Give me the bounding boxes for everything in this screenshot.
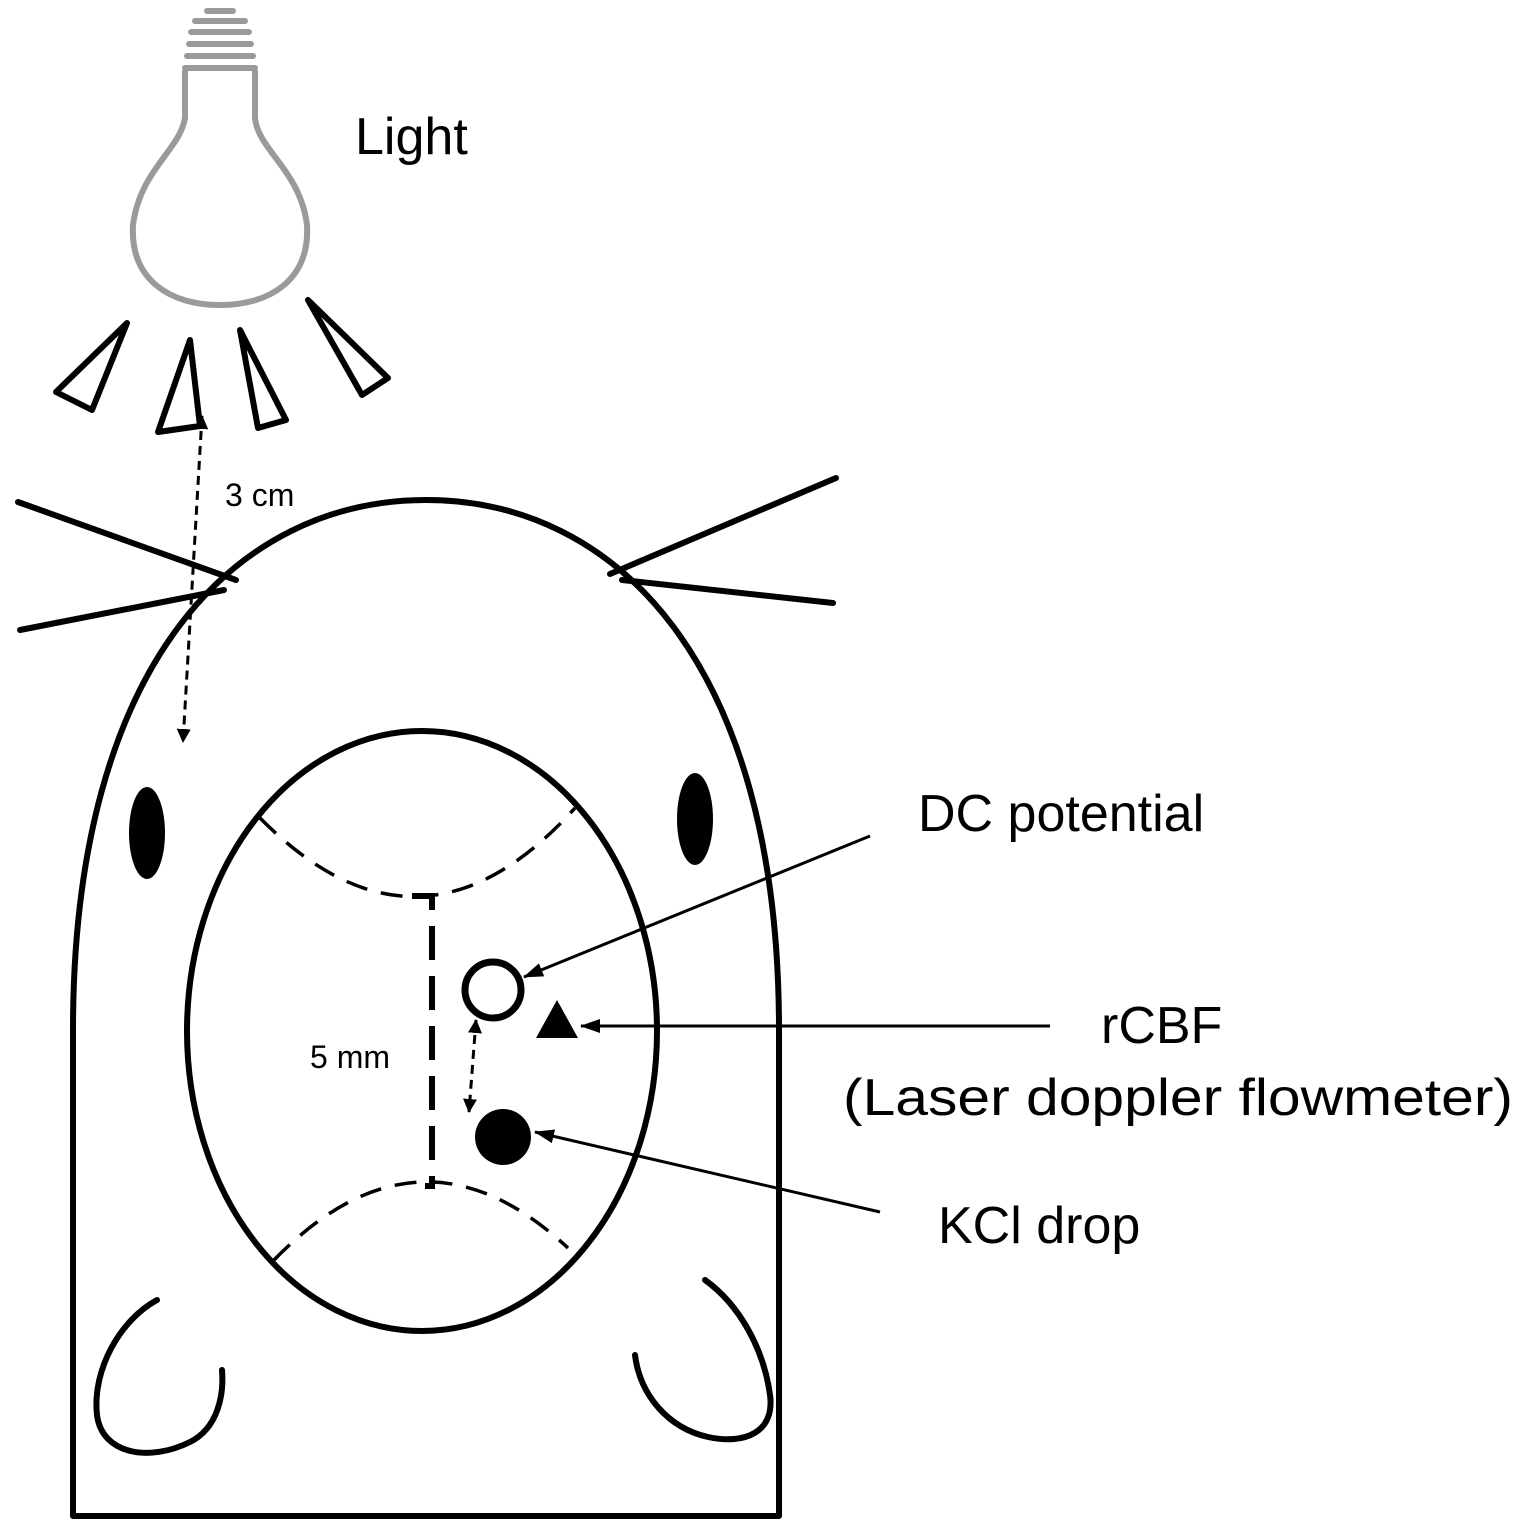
dc-potential-pointer — [523, 834, 871, 979]
lightbulb-icon — [129, 8, 311, 308]
whisker-right-lower — [619, 577, 836, 606]
sagittal-suture — [412, 893, 435, 1189]
kcl-drop-marker — [475, 1109, 531, 1165]
rcbf-label: rCBF — [1101, 997, 1222, 1055]
light-ray — [155, 337, 203, 435]
skull-window — [184, 728, 660, 1334]
right-eye — [677, 773, 713, 865]
left-paw — [93, 1297, 226, 1456]
light-ray — [305, 297, 391, 398]
light-ray — [53, 320, 130, 413]
whisker-right-upper — [607, 475, 839, 577]
lambdoid-suture — [272, 1180, 570, 1262]
left-eye — [129, 787, 165, 879]
distance-arrow-5mm — [463, 1019, 482, 1113]
kcl-drop-label: KCl drop — [938, 1197, 1140, 1255]
rcbf-method-label: (Laser doppler flowmeter) — [843, 1069, 1513, 1127]
whisker-left-upper — [15, 499, 239, 583]
distance-label-5mm: 5 mm — [310, 1039, 390, 1075]
coronal-suture — [258, 806, 577, 899]
bulb-screw-base — [182, 8, 258, 71]
distance-arrow-3cm — [176, 415, 209, 743]
kcl-drop-pointer — [534, 1129, 881, 1214]
bulb-glass — [129, 70, 311, 308]
rat-head-outline — [70, 497, 782, 1519]
rcbf-probe-marker — [536, 1000, 578, 1038]
dc-potential-label: DC potential — [918, 785, 1204, 843]
light-rays — [53, 297, 391, 435]
right-paw — [632, 1277, 774, 1443]
distance-label-3cm: 3 cm — [225, 477, 294, 513]
light-label: Light — [355, 108, 468, 166]
dc-potential-electrode-marker — [461, 958, 525, 1022]
light-ray — [237, 327, 289, 431]
